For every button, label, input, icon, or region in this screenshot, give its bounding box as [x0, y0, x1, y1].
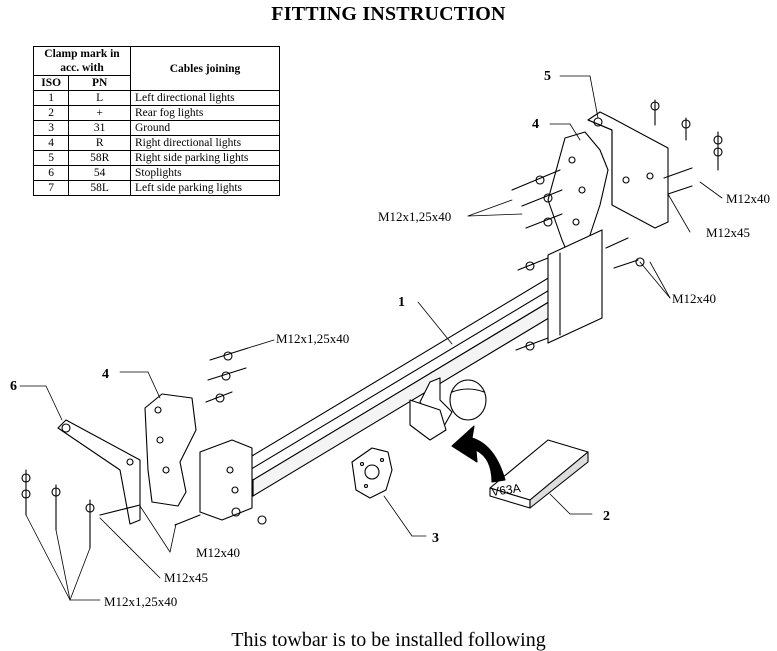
right-top-bolts [650, 99, 723, 195]
callout-part-3: 3 [432, 531, 439, 546]
right-fine-bolts [511, 169, 563, 229]
bolt-label-right-top: M12x40 [726, 191, 770, 206]
callout-part-6: 6 [10, 379, 17, 394]
left-end-plate [199, 439, 253, 521]
ball-box [489, 439, 589, 509]
insert-arrow [451, 425, 506, 483]
table-subheader-row: ISO PN [32, 75, 280, 91]
leader-lines [19, 75, 723, 601]
bolt-label-right-m45: M12x45 [706, 225, 750, 240]
left-side-bracket [144, 393, 197, 507]
desc-cell: Right side parking lights [130, 150, 280, 166]
pn-cell: 58R [68, 150, 131, 166]
iso-cell: 7 [32, 180, 70, 196]
left-mounting-plate [57, 419, 141, 525]
pn-header: PN [68, 75, 131, 91]
table-row: 2+Rear fog lights [32, 105, 280, 121]
bolt-label-right-center: M12x40 [672, 291, 716, 306]
callout-part-5: 5 [544, 69, 551, 84]
wiring-table: Clamp mark in acc. with Cables joining I… [32, 46, 280, 196]
left-bolts [21, 347, 267, 549]
clamp-mark-header: Clamp mark in acc. with [33, 46, 131, 76]
page-title: FITTING INSTRUCTION [271, 3, 506, 25]
socket-plate [351, 447, 393, 499]
bolt-label-left-fine-bottom: M12x1,25x40 [104, 594, 177, 609]
bolt-label-left-fine-top: M12x1,25x40 [276, 331, 349, 346]
bolt-label-left-m45: M12x45 [164, 570, 208, 585]
footer-text: This towbar is to be installed following [231, 629, 546, 651]
tow-ball [409, 377, 487, 441]
callout-part-1: 1 [398, 295, 405, 310]
callout-part-4-left: 4 [102, 367, 109, 382]
bolt-label-left-m40: M12x40 [196, 545, 240, 560]
right-mounting-plate [587, 111, 669, 229]
callout-part-2: 2 [603, 509, 610, 524]
right-center-bolts [515, 237, 645, 351]
center-plate [547, 229, 603, 344]
box-stamp: V63A [490, 481, 521, 499]
desc-cell: Left side parking lights [130, 180, 280, 196]
bolt-label-right-fine: M12x1,25x40 [378, 209, 451, 224]
callout-part-4-right: 4 [532, 117, 539, 132]
